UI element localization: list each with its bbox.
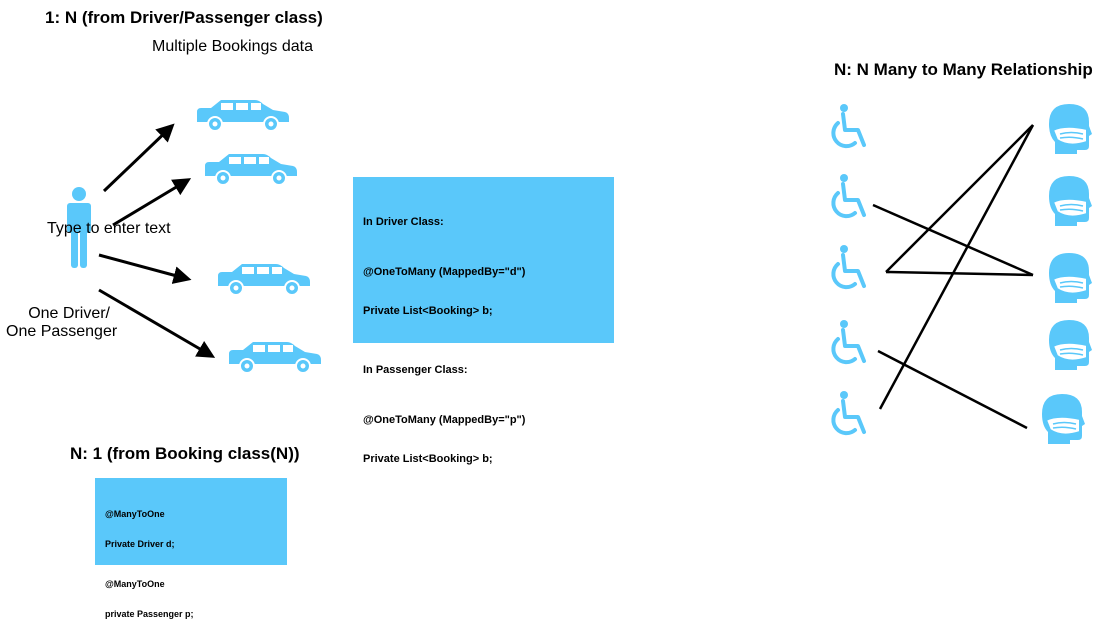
entity-label-line1: One Driver/	[28, 305, 110, 322]
wheelchair-icon	[831, 320, 866, 365]
car-icon	[229, 342, 321, 374]
driver-annotation: @OneToMany (MappedBy="d")	[363, 266, 526, 278]
car-icon	[205, 154, 297, 186]
one-to-many-heading: 1: N (from Driver/Passenger class)	[45, 8, 323, 27]
passenger-field: Private List<Booking> b;	[363, 453, 493, 465]
relation-line	[872, 203, 1034, 277]
arrow-to-car-2	[112, 178, 192, 227]
passenger-field: private Passenger p;	[105, 609, 194, 619]
driver-class-header: In Driver Class:	[363, 216, 444, 228]
driver-manytoone-annotation: @ManyToOne	[105, 509, 165, 519]
wheelchair-icon	[831, 174, 866, 219]
person-icon	[67, 187, 91, 268]
text-placeholder[interactable]: Type to enter text	[47, 220, 171, 237]
passenger-class-header: In Passenger Class:	[363, 364, 468, 376]
passenger-annotation: @OneToMany (MappedBy="p")	[363, 414, 526, 426]
car-icon	[218, 264, 310, 296]
entity-label-line2: One Passenger	[6, 323, 118, 340]
many-to-one-mapping-box: @ManyToOne Private Driver d; @ManyToOne …	[95, 478, 287, 619]
masked-head-icon	[1049, 104, 1092, 154]
many-to-one-heading: N: 1 (from Booking class(N))	[70, 444, 300, 463]
driver-field: Private Driver d;	[105, 539, 175, 549]
masked-head-icon	[1042, 394, 1085, 444]
masked-head-icon	[1049, 176, 1092, 226]
relation-line	[878, 124, 1035, 410]
masked-head-icon	[1049, 320, 1092, 370]
one-to-many-mapping-box: In Driver Class: @OneToMany (MappedBy="d…	[353, 177, 614, 465]
arrow-to-car-3	[98, 253, 192, 284]
wheelchair-icon	[831, 391, 866, 436]
wheelchair-icon	[831, 245, 866, 290]
multiple-bookings-label: Multiple Bookings data	[152, 38, 313, 55]
many-to-many-heading: N: N Many to Many Relationship	[834, 60, 1093, 79]
wheelchair-icon	[831, 104, 866, 149]
driver-field: Private List<Booking> b;	[363, 305, 493, 317]
connector-layer	[98, 123, 1035, 430]
masked-head-icon	[1049, 253, 1092, 303]
relation-line	[885, 270, 1034, 277]
passenger-manytoone-annotation: @ManyToOne	[105, 579, 165, 589]
relation-line	[877, 349, 1028, 430]
entity-label: One Driver/ One Passenger	[6, 305, 117, 341]
car-icon	[197, 100, 289, 132]
arrow-to-car-1	[102, 123, 175, 193]
arrow-to-car-4	[98, 288, 216, 358]
relation-line	[885, 124, 1034, 273]
